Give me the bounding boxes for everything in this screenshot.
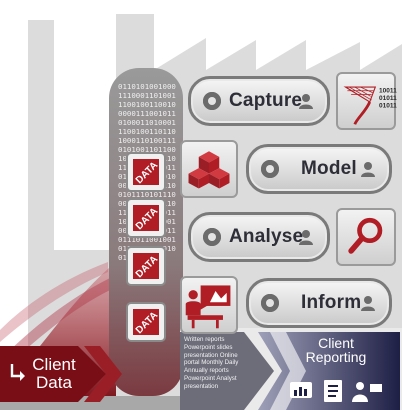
document-icon [324,380,342,402]
presenter-icon [185,285,231,329]
capture-digit-3: 01011 [379,103,397,110]
turn-arrow-icon [10,364,25,381]
model-step[interactable]: Model [246,144,392,194]
person-icon [361,162,375,177]
capture-digit-2: 01011 [379,95,397,102]
client-reporting-line-2: Reporting [305,349,367,365]
analyse-label: Analyse [229,226,304,247]
capture-digit-1: 10011 [379,88,397,95]
client-reporting-line-1: Client [318,335,354,351]
person-icon [299,230,313,245]
cubes-icon [188,151,230,189]
client-data-label: Client Data [26,356,82,392]
model-label: Model [301,158,357,179]
analyse-icon-tile [336,208,396,266]
report-icons-row [290,380,382,402]
gear-icon [203,92,221,110]
client-data-chevron [84,346,122,402]
inform-label: Inform [301,292,362,313]
capture-step[interactable]: Capture [188,76,330,126]
inform-icon-tile [180,276,238,334]
written-reports-text: Written reports Powerpoint slides presen… [184,336,239,390]
analyse-step[interactable]: Analyse [188,212,330,262]
client-reporting-label: Client Reporting [286,336,386,364]
data-badge-4: DATA [126,302,166,342]
client-data-line-1: Client [32,355,76,374]
monitor-chart-icon [290,382,312,398]
inform-step[interactable]: Inform [246,278,392,328]
person-icon [361,296,375,311]
gear-icon [261,294,279,312]
net-icon: 10011 01011 01011 [343,86,397,125]
client-data-line-2: Data [36,373,72,392]
presenter-small-icon [352,382,382,402]
data-badge-1: DATA [126,152,166,192]
model-icon-tile [180,140,238,198]
magnifier-icon [348,217,383,254]
written-reports-arrow [180,332,274,410]
client-data-box [0,346,106,402]
capture-label: Capture [229,90,303,111]
data-badge-3: DATA [126,246,166,286]
gear-icon [203,228,221,246]
person-icon [299,94,313,109]
gear-icon [261,160,279,178]
data-badge-2: DATA [126,198,166,238]
capture-icon-tile: 10011 01011 01011 [336,72,397,130]
